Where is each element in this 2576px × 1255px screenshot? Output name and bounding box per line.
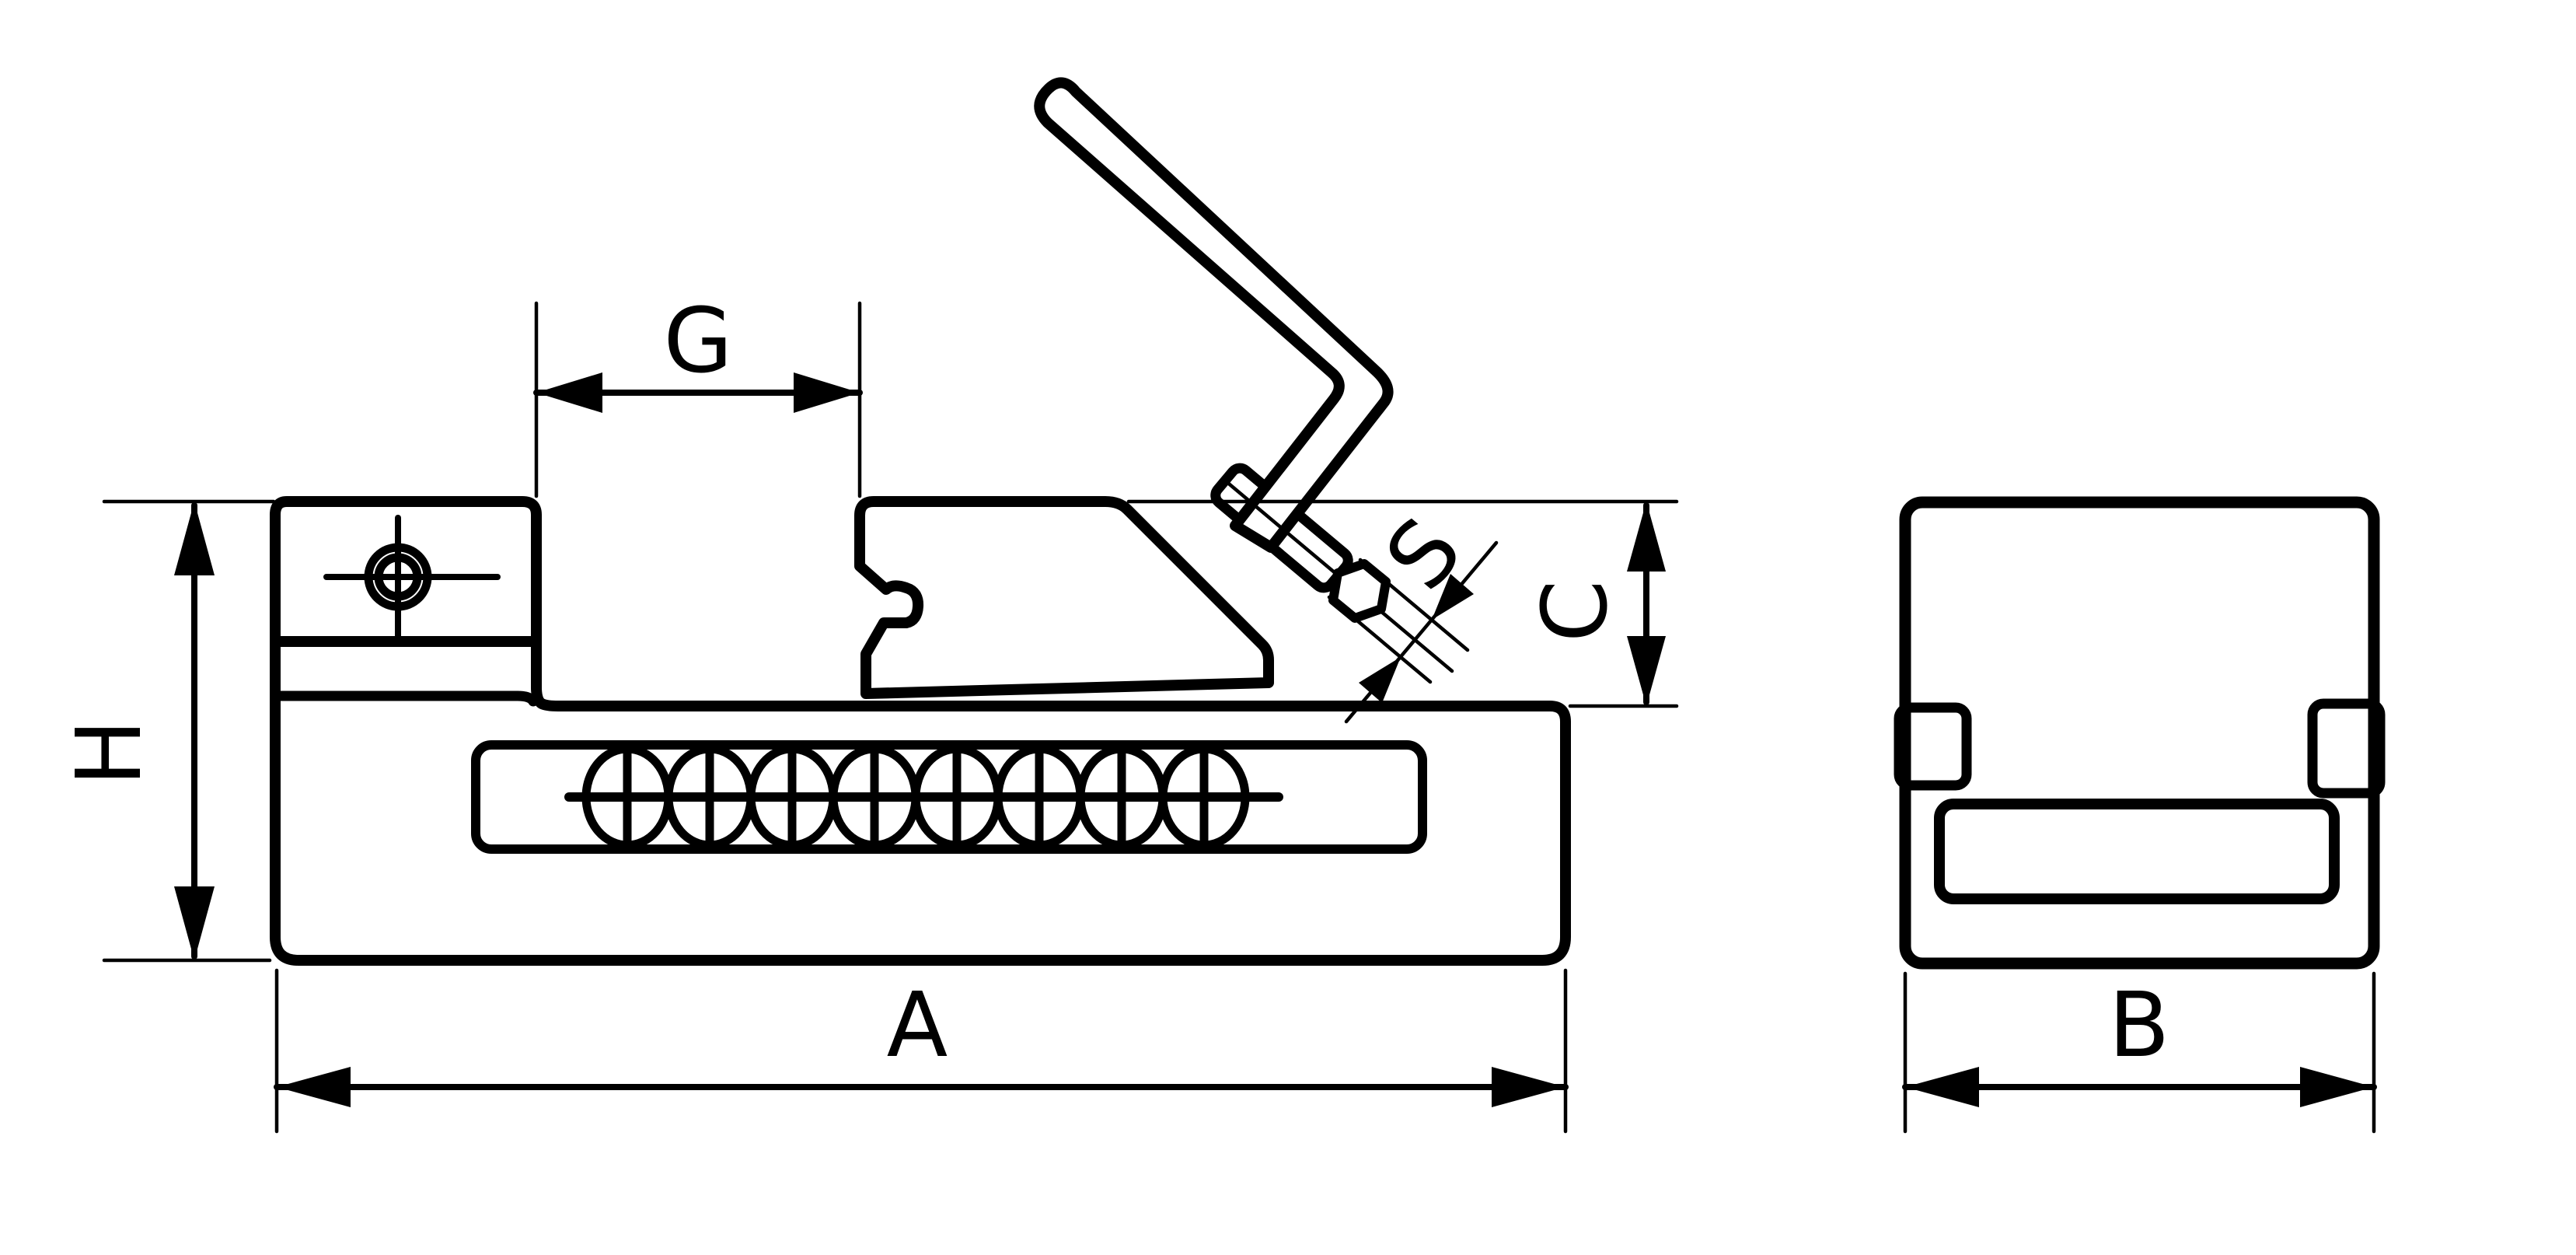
front-view <box>102 77 1679 966</box>
dim-label-h: H <box>58 719 162 786</box>
s-extension-line-2 <box>1358 558 1470 652</box>
c-arrowhead <box>1627 636 1666 706</box>
a-arrowhead <box>277 1067 351 1107</box>
hex-key-handle <box>1034 77 1394 553</box>
h-arrowhead <box>174 886 215 960</box>
side-view-left-notch <box>1894 702 1972 791</box>
side-view-outline <box>1899 496 2380 970</box>
h-arrowhead <box>174 502 215 575</box>
s-extension-line-1 <box>1327 595 1433 684</box>
b-arrowhead <box>1905 1067 1979 1107</box>
dim-b <box>1902 971 2377 1134</box>
side-view-right-notch <box>2307 698 2386 799</box>
hole-symbol <box>323 515 501 639</box>
dim-c <box>1627 502 1666 706</box>
g-arrowhead <box>536 372 602 413</box>
g-arrowhead <box>794 372 860 413</box>
hex-cross-section <box>1328 559 1391 623</box>
s-arrowhead <box>1432 574 1474 620</box>
a-arrowhead <box>1492 1067 1565 1107</box>
dim-label-g: G <box>663 289 732 393</box>
movable-jaw <box>854 496 1274 699</box>
b-arrowhead <box>2300 1067 2374 1107</box>
dim-s <box>1327 540 1499 724</box>
dim-h <box>102 502 272 963</box>
dim-g <box>533 301 863 498</box>
screw-slot <box>471 740 1427 854</box>
dim-label-a: A <box>887 974 948 1078</box>
side-view <box>1894 496 2386 970</box>
dim-label-c: C <box>1524 580 1628 642</box>
dim-label-b: B <box>2109 974 2170 1078</box>
screw-thread-symbol <box>581 744 1250 850</box>
body-step-line <box>270 690 539 707</box>
c-arrowhead <box>1627 502 1666 572</box>
side-view-slot <box>1934 799 2340 904</box>
dim-a <box>274 968 1569 1134</box>
s-arrowhead <box>1359 657 1401 703</box>
